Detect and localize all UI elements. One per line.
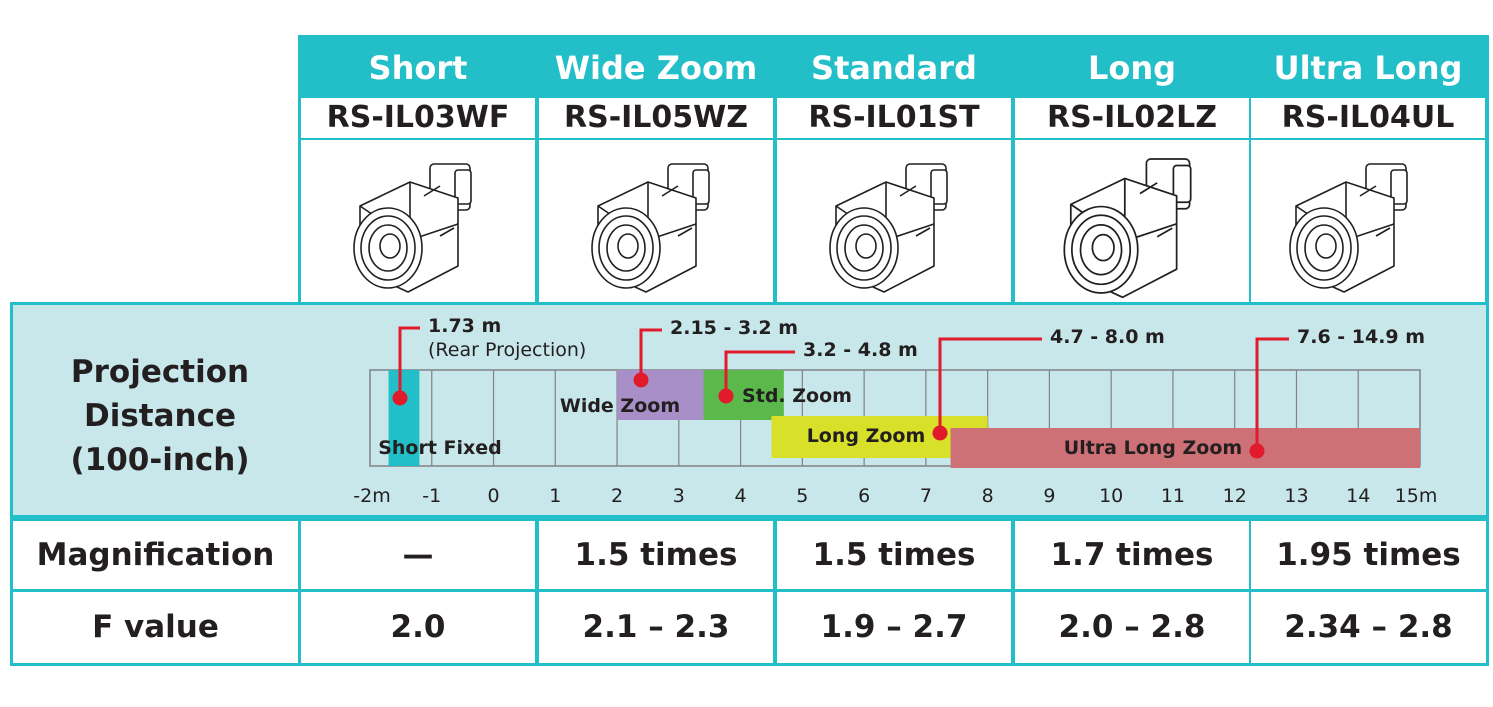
lens-image-ultra-long bbox=[1251, 140, 1485, 302]
header-category-ultra-long: Ultra Long bbox=[1273, 49, 1463, 87]
header-model-long: RS-IL02LZ bbox=[1015, 98, 1249, 138]
header-model-standard: RS-IL01ST bbox=[777, 98, 1011, 138]
magnification-label: Magnification bbox=[13, 521, 298, 589]
projection-label-line1: Projection bbox=[70, 354, 250, 390]
f-value-wide-zoom: 2.1 – 2.3 bbox=[539, 592, 773, 663]
header-category-short: Short bbox=[368, 49, 468, 87]
magnification-short: — bbox=[301, 521, 535, 589]
magnification-standard: 1.5 times bbox=[777, 521, 1011, 589]
header-category-long: Long bbox=[1087, 49, 1177, 87]
header-model-ultra-long: RS-IL04UL bbox=[1251, 98, 1485, 138]
projection-distance-label: Projection Distance (100-inch) bbox=[30, 350, 290, 482]
f-value-label: F value bbox=[13, 592, 298, 663]
f-value-standard: 1.9 – 2.7 bbox=[777, 592, 1011, 663]
f-value-ultra-long: 2.34 – 2.8 bbox=[1251, 592, 1486, 663]
lens-image-standard bbox=[777, 140, 1011, 302]
projection-label-line2: Distance bbox=[83, 398, 237, 434]
header-category-wide-zoom: Wide Zoom bbox=[554, 49, 758, 87]
header-model-wide-zoom: RS-IL05WZ bbox=[539, 98, 773, 138]
magnification-long: 1.7 times bbox=[1015, 521, 1249, 589]
lens-image-wide-zoom bbox=[539, 140, 773, 302]
magnification-ultra-long: 1.95 times bbox=[1251, 521, 1486, 589]
lens-image-short bbox=[301, 140, 535, 302]
header-model-short: RS-IL03WF bbox=[301, 98, 535, 138]
magnification-wide-zoom: 1.5 times bbox=[539, 521, 773, 589]
header-category-standard: Standard bbox=[811, 49, 977, 87]
projection-label-line3: (100-inch) bbox=[70, 442, 250, 478]
f-value-short: 2.0 bbox=[301, 592, 535, 663]
lens-image-long bbox=[1015, 140, 1249, 302]
f-value-long: 2.0 – 2.8 bbox=[1015, 592, 1249, 663]
